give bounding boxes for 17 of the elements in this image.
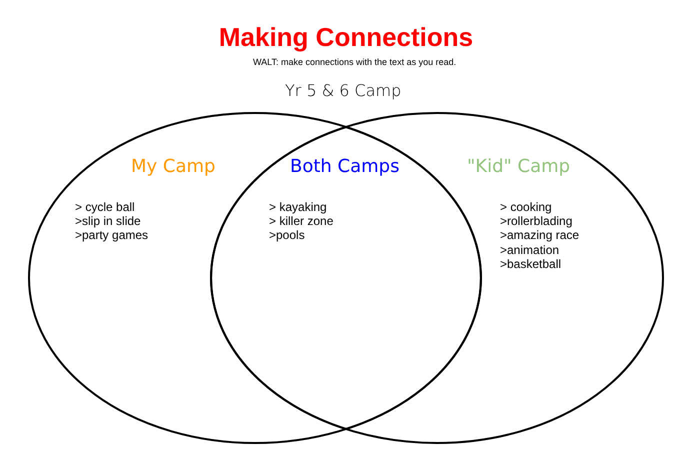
- set-heading: "Kid" Camp: [467, 156, 570, 178]
- list-item: >party games: [75, 228, 148, 242]
- list-item: >animation: [500, 242, 560, 257]
- set-heading: Both Camps: [290, 156, 400, 178]
- list-item: >amazing race: [500, 228, 580, 242]
- list-item: >rollerblading: [500, 214, 572, 228]
- list-item: >basketball: [500, 256, 562, 271]
- list-item: > kayaking: [269, 200, 327, 214]
- list-item: > cooking: [500, 200, 552, 214]
- subtitle: WALT: make connections with the text as you read.: [253, 56, 456, 68]
- subheading: Yr 5 & 6 Camp: [285, 81, 402, 100]
- list-item: >slip in slide: [75, 214, 141, 228]
- set-heading: My Camp: [131, 156, 216, 178]
- list-item: > cycle ball: [75, 200, 135, 214]
- title: Making Connections: [218, 22, 474, 52]
- list-item: >pools: [269, 228, 305, 242]
- list-item: > killer zone: [269, 214, 334, 228]
